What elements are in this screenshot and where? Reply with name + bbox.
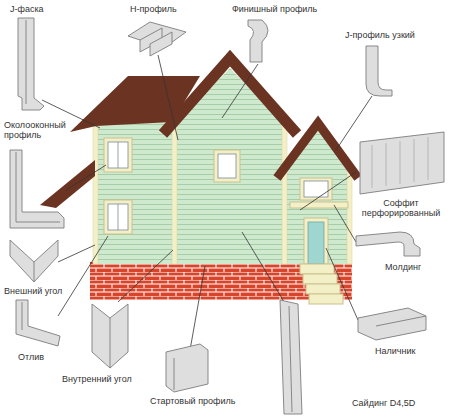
window	[108, 142, 128, 168]
door	[308, 222, 324, 264]
window	[104, 138, 332, 234]
part-label: Молдинг	[385, 262, 421, 272]
part-label: Внешний угол	[4, 286, 62, 296]
window	[118, 142, 119, 168]
part-icon	[22, 302, 23, 330]
corner-trim	[347, 170, 352, 264]
window	[300, 178, 332, 200]
window	[218, 154, 236, 178]
window	[104, 138, 132, 172]
window	[118, 204, 119, 230]
leader-line	[326, 248, 358, 320]
stairs	[309, 294, 343, 304]
front-wall	[95, 118, 175, 264]
corner-trim	[282, 125, 287, 264]
part-icon	[414, 139, 415, 182]
part-icon	[18, 18, 44, 110]
part-label: J-профиль узкий	[345, 30, 415, 40]
leader-line	[334, 205, 356, 242]
part-icon	[280, 300, 302, 414]
part-label: Соффит перфорированный	[356, 198, 446, 219]
corner-trim	[93, 120, 98, 264]
part-label: Финишный профиль	[232, 4, 317, 14]
roof	[277, 123, 358, 178]
part-icon	[26, 20, 27, 104]
window	[108, 204, 128, 230]
part-icon	[372, 137, 428, 188]
part-icon	[16, 300, 60, 346]
part-icon	[10, 240, 58, 282]
part-icon	[356, 232, 420, 256]
part-icon	[386, 143, 387, 186]
part-icon	[16, 222, 60, 223]
stairs	[300, 264, 343, 304]
part-icon	[10, 150, 64, 228]
window	[214, 150, 240, 182]
leader-line	[58, 245, 95, 262]
part-label: Околооконный профиль	[4, 120, 78, 141]
part-label: J-фаска	[10, 4, 44, 14]
house	[40, 58, 358, 304]
part-icon	[174, 358, 175, 390]
part-icon	[372, 145, 373, 188]
part-icon	[289, 306, 292, 412]
part-icon	[16, 152, 17, 222]
leader-line	[42, 55, 372, 350]
part-label: Н-профиль	[130, 4, 177, 14]
part-icon	[248, 20, 268, 62]
part-icon	[360, 132, 444, 194]
leader-line	[300, 172, 356, 210]
leader-line	[158, 55, 178, 140]
roof	[70, 76, 200, 132]
part-icon	[92, 304, 128, 368]
leader-line	[222, 64, 258, 118]
leader-line	[58, 236, 108, 316]
door-trim	[304, 218, 328, 264]
stairs	[300, 264, 334, 274]
part-icon	[358, 308, 426, 340]
part-icon	[366, 46, 392, 96]
corner-trim	[172, 125, 177, 264]
leader-line	[66, 165, 106, 190]
part-label: Внутренний угол	[62, 374, 132, 384]
corner-trim	[93, 120, 352, 264]
roof	[163, 58, 297, 134]
part-label: Сайдинг D4,5D	[352, 398, 415, 408]
stairs	[303, 274, 337, 284]
part-label: Наличник	[375, 346, 415, 356]
part-label: Стартовый профиль	[150, 396, 235, 406]
leader-line	[118, 250, 173, 302]
window	[304, 181, 328, 197]
part-icon	[34, 262, 35, 282]
part-label: Отлив	[18, 352, 44, 362]
part-icon	[428, 137, 429, 180]
window	[104, 200, 132, 234]
roof	[40, 160, 95, 208]
leader-line	[190, 266, 205, 350]
part-icon	[150, 32, 172, 56]
part-icon	[376, 316, 426, 326]
part-icon	[166, 344, 208, 392]
leader-line	[242, 232, 286, 305]
stairs	[306, 284, 340, 294]
part-icon	[400, 141, 401, 184]
part-icon	[110, 318, 111, 368]
balcony	[290, 202, 348, 208]
